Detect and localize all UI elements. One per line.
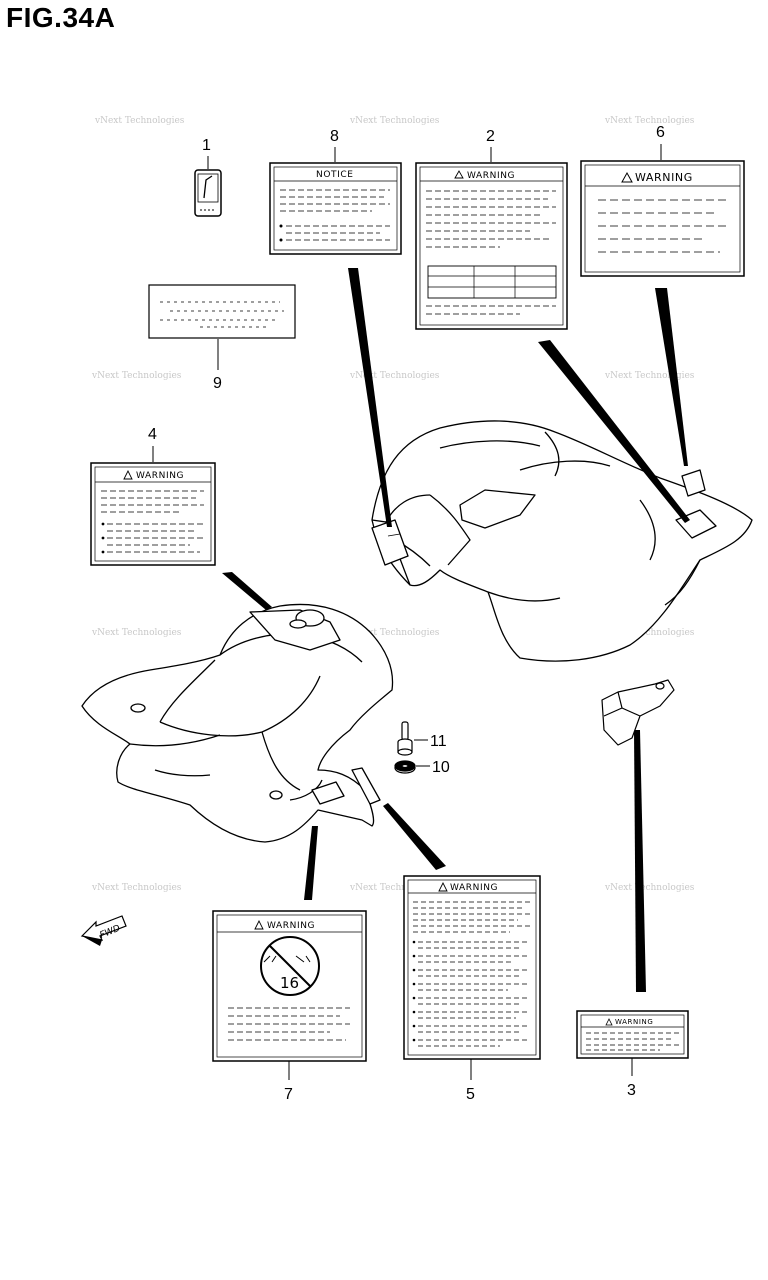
watermark: vNext Technologies [91, 371, 182, 381]
callout-7: 7 [284, 1086, 293, 1103]
age-sign-text: 16 [280, 974, 299, 992]
callout-10: 10 [432, 759, 450, 776]
rear-fender [371, 420, 753, 662]
callout-2: 2 [486, 128, 495, 145]
front-fender [81, 603, 394, 843]
part-4-warning-label: WARNING [90, 462, 216, 566]
part-8-notice-label: NOTICE [269, 162, 402, 255]
warning-title: WARNING [467, 171, 515, 181]
leader-wedges [222, 268, 690, 992]
warning-title: WARNING [615, 1018, 653, 1026]
watermark: vNext Technologies [604, 883, 695, 893]
watermark: vNext Technologies [91, 883, 182, 893]
callout-4: 4 [148, 426, 157, 443]
watermark: vNext Technologies [91, 628, 182, 638]
fwd-arrow-icon: FWD [80, 915, 127, 946]
part-11-rivet [397, 721, 413, 756]
warning-title: WARNING [635, 171, 693, 184]
callout-1: 1 [202, 137, 211, 154]
part-7-warning-label: WARNING 16 [212, 910, 367, 1062]
callout-11: 11 [430, 733, 447, 750]
watermark-group: vNext Technologies vNext Technologies vN… [91, 116, 695, 893]
part-3-bracket [601, 679, 675, 746]
part-1-badge [194, 169, 222, 217]
figure-title: FIG.34A [6, 2, 116, 33]
watermark: vNext Technologies [349, 116, 440, 126]
callout-8: 8 [330, 128, 339, 145]
callout-3: 3 [627, 1082, 636, 1099]
watermark: vNext Technologies [604, 628, 695, 638]
watermark: vNext Technologies [349, 371, 440, 381]
notice-title: NOTICE [316, 170, 354, 180]
warning-title: WARNING [136, 471, 184, 481]
watermark: vNext Technologies [604, 371, 695, 381]
part-6-warning-label: WARNING [580, 160, 745, 277]
watermark: vNext Technologies [604, 116, 695, 126]
watermark: vNext Technologies [94, 116, 185, 126]
callout-5: 5 [466, 1086, 475, 1103]
part-3-warning-label: WARNING [576, 1010, 689, 1059]
callout-6: 6 [656, 124, 665, 141]
watermark: vNext Technologies [349, 628, 440, 638]
warning-title: WARNING [450, 883, 498, 893]
warning-title: WARNING [267, 921, 315, 931]
callout-9: 9 [213, 375, 222, 392]
part-5-warning-label: WARNING [403, 875, 541, 1060]
watermark: vNext Technologies [349, 883, 440, 893]
part-9-label [148, 284, 296, 339]
part-2-warning-label: WARNING [415, 162, 568, 330]
part-10-washer [394, 760, 416, 774]
